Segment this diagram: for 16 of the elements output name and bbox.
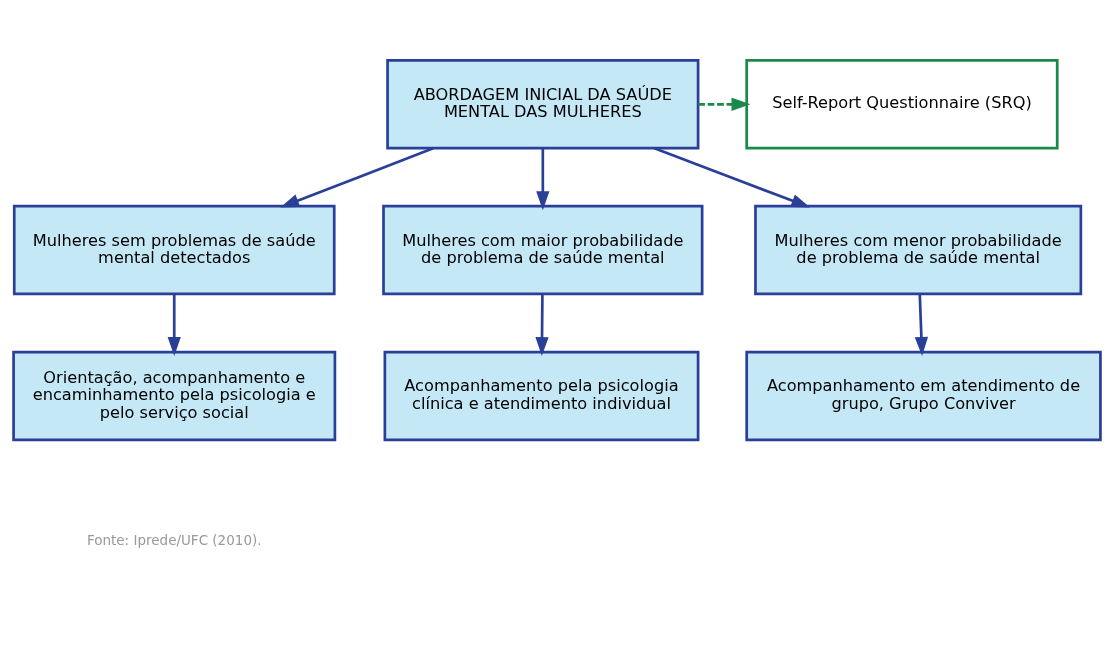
arrow bbox=[536, 147, 550, 210]
arrow bbox=[914, 293, 928, 356]
node-box: Orientação, acompanhamento e encaminhamento pela psicologia e pelo serviço social bbox=[12, 350, 337, 441]
node-box: Mulheres com maior probabilidade de problema de saúde mental bbox=[382, 204, 704, 295]
node-box: Mulheres com menor probabilidade de problema de saúde mental bbox=[754, 204, 1083, 295]
node-box: Acompanhamento pela psicologia clínica e atendimento individual bbox=[383, 350, 700, 441]
node-box: ABORDAGEM INICIAL DA SAÚDE MENTAL DAS MULHERES bbox=[386, 58, 700, 149]
arrow bbox=[167, 293, 181, 356]
label: Fonte: Iprede/UFC (2010). bbox=[86, 531, 262, 548]
arrow bbox=[280, 146, 434, 208]
arrow bbox=[653, 146, 811, 208]
arrow bbox=[698, 97, 751, 111]
node-box: Self-Report Questionnaire (SRQ) bbox=[745, 58, 1059, 149]
node-box: Acompanhamento em atendimento de grupo, Grupo Conviver bbox=[745, 350, 1102, 441]
node-box: Mulheres sem problemas de saúde mental detectados bbox=[12, 204, 336, 295]
arrow bbox=[535, 293, 549, 356]
